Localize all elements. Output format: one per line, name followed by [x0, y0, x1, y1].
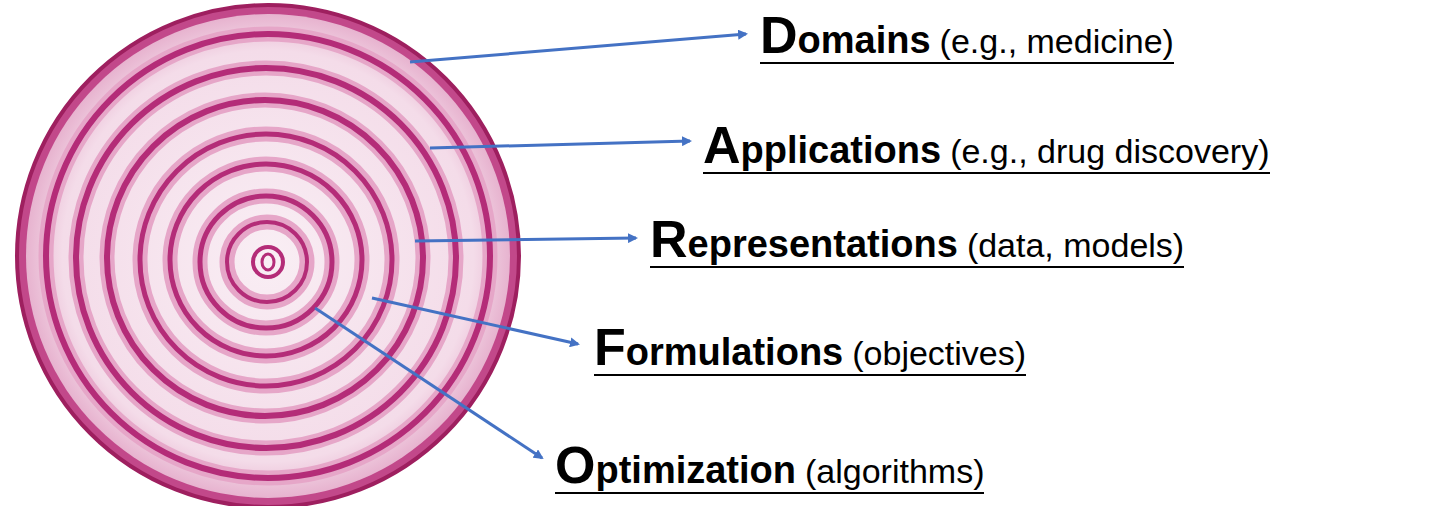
leader-arrow — [430, 141, 690, 148]
onion-rings — [46, 34, 490, 478]
onion-ring — [140, 134, 392, 386]
layer-name: Domains — [760, 9, 931, 61]
layer-label: Applications(e.g., drug discovery) — [703, 119, 1270, 174]
ring-halo — [76, 68, 456, 448]
layer-example: (e.g., drug discovery) — [941, 134, 1269, 168]
onion-slice — [17, 5, 519, 506]
ring-halo — [46, 34, 490, 478]
layer-example: (e.g., medicine) — [931, 24, 1174, 58]
layer-label: Formulations(objectives) — [594, 321, 1026, 376]
ring-halo — [227, 222, 307, 302]
onion-ring — [76, 68, 456, 448]
ring-halo — [200, 196, 332, 328]
layer-label: Optimization(algorithms) — [555, 439, 984, 494]
onion-ring — [253, 247, 283, 277]
leader-arrow — [372, 298, 578, 344]
layer-label: Representations(data, models) — [650, 213, 1184, 268]
leader-arrow — [415, 238, 636, 241]
layer-name: Applications — [703, 119, 941, 171]
ring-halo — [170, 164, 362, 356]
onion-ring — [107, 100, 423, 416]
onion-skin — [17, 5, 519, 506]
layer-name: Representations — [650, 213, 958, 265]
ring-halo — [107, 100, 423, 416]
ring-halos — [46, 34, 490, 478]
onion-ring — [46, 34, 490, 478]
onion-ring — [200, 196, 332, 328]
layer-label: Domains(e.g., medicine) — [760, 9, 1174, 64]
layer-example: (objectives) — [843, 336, 1026, 370]
onion-core — [262, 254, 274, 270]
ring-halo — [140, 134, 392, 386]
onion-ring — [170, 164, 362, 356]
onion-flesh — [26, 14, 510, 498]
layer-name: Formulations — [594, 321, 843, 373]
layer-name: Optimization — [555, 439, 796, 491]
onion-ring — [227, 222, 307, 302]
layer-example: (data, models) — [958, 228, 1184, 262]
leader-arrow — [315, 308, 542, 458]
leader-arrow — [410, 34, 746, 62]
layer-example: (algorithms) — [796, 454, 984, 488]
